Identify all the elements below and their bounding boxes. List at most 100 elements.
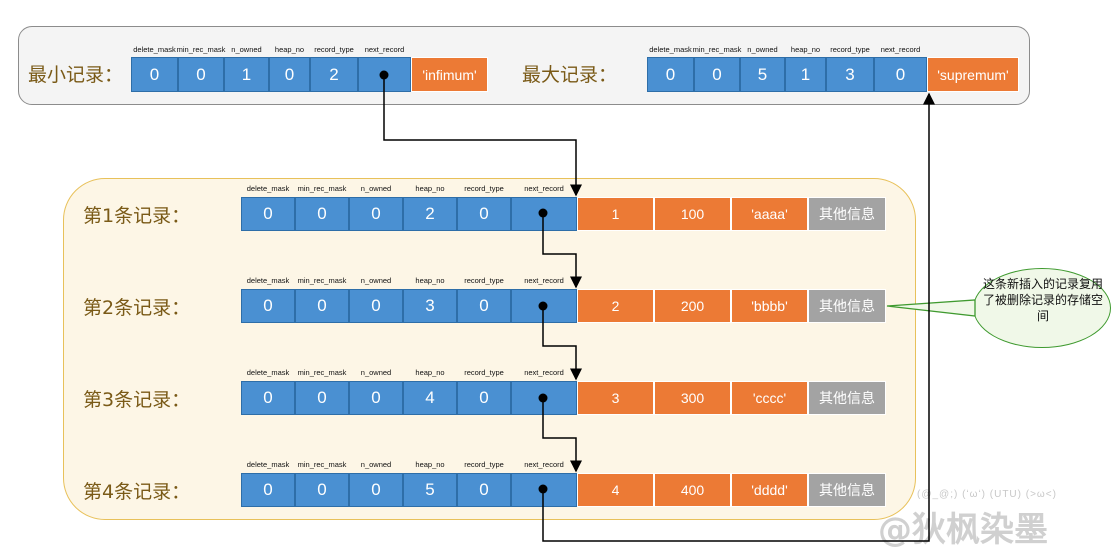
record-4-data-2: 'dddd' bbox=[731, 473, 808, 507]
record-3-header-5: next_record bbox=[524, 368, 564, 377]
max-header-0: delete_mask bbox=[649, 45, 692, 54]
record-3-data-1: 300 bbox=[654, 381, 731, 415]
max-header-5: next_record bbox=[880, 45, 921, 54]
min-header-0: delete_mask bbox=[133, 45, 176, 54]
min-header-2: n_owned bbox=[231, 45, 262, 54]
record-2-header-1: min_rec_mask bbox=[297, 276, 347, 285]
max-record-label: 最大记录： bbox=[522, 64, 618, 86]
min-field-3: 0 bbox=[269, 57, 310, 92]
record-3-field-1: 0 bbox=[295, 381, 349, 415]
record-3-label: 第3条记录： bbox=[83, 389, 191, 411]
record-3-header-1: min_rec_mask bbox=[297, 368, 347, 377]
record-1-data-0: 1 bbox=[577, 197, 654, 231]
min-field-4: 2 bbox=[310, 57, 358, 92]
record-4-header-0: delete_mask bbox=[246, 460, 290, 469]
record-4-header-3: heap_no bbox=[415, 460, 445, 469]
record-2-data-1: 200 bbox=[654, 289, 731, 323]
record-1-field-3: 2 bbox=[403, 197, 457, 231]
record-2-field-5 bbox=[511, 289, 577, 323]
max-header-3: heap_no bbox=[790, 45, 821, 54]
max-field-1: 0 bbox=[694, 57, 740, 92]
record-1-other-info: 其他信息 bbox=[808, 197, 886, 231]
min-header-4: record_type bbox=[314, 45, 354, 54]
min-field-5 bbox=[358, 57, 411, 92]
record-2-header-3: heap_no bbox=[415, 276, 445, 285]
record-3-other-info: 其他信息 bbox=[808, 381, 886, 415]
record-1-field-0: 0 bbox=[241, 197, 295, 231]
record-4-field-1: 0 bbox=[295, 473, 349, 507]
min-header-5: next_record bbox=[364, 45, 405, 54]
record-4-label: 第4条记录： bbox=[83, 481, 191, 503]
record-2-field-4: 0 bbox=[457, 289, 511, 323]
max-header-1: min_rec_mask bbox=[692, 45, 742, 54]
record-2-label: 第2条记录： bbox=[83, 297, 191, 319]
min-header-1: min_rec_mask bbox=[176, 45, 226, 54]
record-3-field-3: 4 bbox=[403, 381, 457, 415]
watermark-faces: (@_@;) (ʻωʻ) (UTU) (>ω<) bbox=[917, 489, 1057, 500]
record-2-other-info: 其他信息 bbox=[808, 289, 886, 323]
record-1-header-3: heap_no bbox=[415, 184, 445, 193]
record-2-header-0: delete_mask bbox=[246, 276, 290, 285]
record-4-field-4: 0 bbox=[457, 473, 511, 507]
record-2-header-5: next_record bbox=[524, 276, 564, 285]
min-field-1: 0 bbox=[178, 57, 224, 92]
record-3-header-0: delete_mask bbox=[246, 368, 290, 377]
record-1-data-2: 'aaaa' bbox=[731, 197, 808, 231]
min-header-3: heap_no bbox=[274, 45, 305, 54]
record-1-header-1: min_rec_mask bbox=[297, 184, 347, 193]
record-2-data-0: 2 bbox=[577, 289, 654, 323]
record-3-header-3: heap_no bbox=[415, 368, 445, 377]
record-4-field-2: 0 bbox=[349, 473, 403, 507]
record-1-field-1: 0 bbox=[295, 197, 349, 231]
record-3-field-4: 0 bbox=[457, 381, 511, 415]
max-name-cell: 'supremum' bbox=[927, 57, 1019, 92]
record-4-field-3: 5 bbox=[403, 473, 457, 507]
record-4-header-4: record_type bbox=[464, 460, 504, 469]
record-2-header-4: record_type bbox=[464, 276, 504, 285]
record-2-field-1: 0 bbox=[295, 289, 349, 323]
record-2-header-2: n_owned bbox=[360, 276, 392, 285]
max-field-2: 5 bbox=[740, 57, 785, 92]
record-1-header-0: delete_mask bbox=[246, 184, 290, 193]
record-4-field-5 bbox=[511, 473, 577, 507]
min-field-0: 0 bbox=[131, 57, 178, 92]
record-2-field-0: 0 bbox=[241, 289, 295, 323]
max-header-4: record_type bbox=[830, 45, 870, 54]
record-4-other-info: 其他信息 bbox=[808, 473, 886, 507]
record-2-field-3: 3 bbox=[403, 289, 457, 323]
record-1-field-5 bbox=[511, 197, 577, 231]
record-4-data-0: 4 bbox=[577, 473, 654, 507]
record-1-field-4: 0 bbox=[457, 197, 511, 231]
min-field-2: 1 bbox=[224, 57, 269, 92]
watermark-text: @狄枫染墨 bbox=[878, 510, 1048, 550]
max-field-3: 1 bbox=[785, 57, 826, 92]
record-3-header-2: n_owned bbox=[360, 368, 392, 377]
record-1-header-2: n_owned bbox=[360, 184, 392, 193]
record-4-data-1: 400 bbox=[654, 473, 731, 507]
record-4-header-5: next_record bbox=[524, 460, 564, 469]
record-3-data-2: 'cccc' bbox=[731, 381, 808, 415]
callout-bubble bbox=[973, 268, 1111, 348]
max-field-5: 0 bbox=[874, 57, 927, 92]
record-1-data-1: 100 bbox=[654, 197, 731, 231]
record-3-field-5 bbox=[511, 381, 577, 415]
record-1-field-2: 0 bbox=[349, 197, 403, 231]
record-4-header-1: min_rec_mask bbox=[297, 460, 347, 469]
record-1-header-5: next_record bbox=[524, 184, 564, 193]
max-field-0: 0 bbox=[647, 57, 694, 92]
min-name-cell: 'infimum' bbox=[411, 57, 488, 92]
record-4-header-2: n_owned bbox=[360, 460, 392, 469]
record-3-data-0: 3 bbox=[577, 381, 654, 415]
max-header-2: n_owned bbox=[747, 45, 778, 54]
callout-text: 这条新插入的记录复用了被删除记录的存储空间 bbox=[983, 277, 1104, 323]
record-3-field-2: 0 bbox=[349, 381, 403, 415]
record-1-label: 第1条记录： bbox=[83, 205, 191, 227]
record-3-header-4: record_type bbox=[464, 368, 504, 377]
max-field-4: 3 bbox=[826, 57, 874, 92]
record-3-field-0: 0 bbox=[241, 381, 295, 415]
min-record-label: 最小记录： bbox=[28, 64, 124, 86]
record-1-header-4: record_type bbox=[464, 184, 504, 193]
record-4-field-0: 0 bbox=[241, 473, 295, 507]
record-2-field-2: 0 bbox=[349, 289, 403, 323]
record-2-data-2: 'bbbb' bbox=[731, 289, 808, 323]
